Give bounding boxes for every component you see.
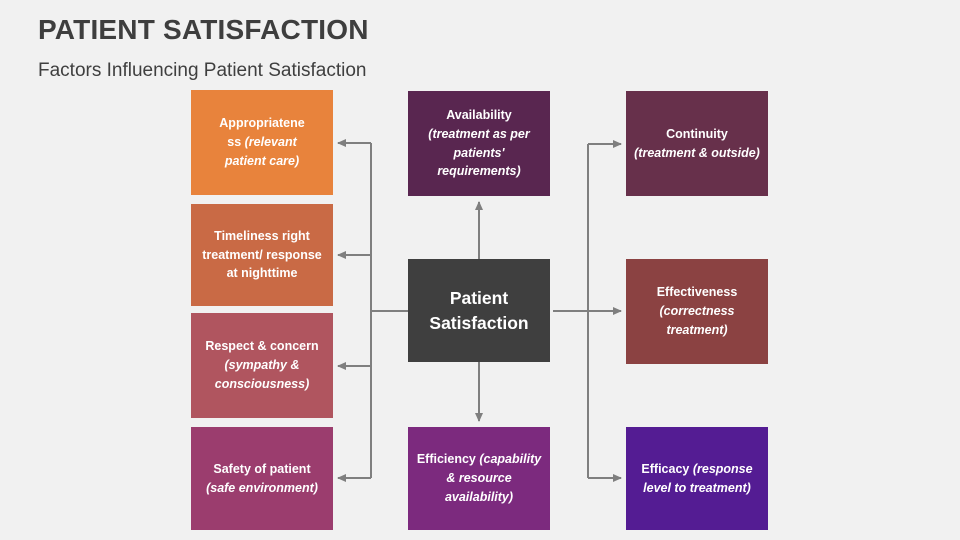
node-appropriateness: Appropriatene ss (relevant patient care) <box>191 90 333 195</box>
node-continuity-text: Continuity (treatment & outside) <box>634 125 760 163</box>
node-safety-of-patient: Safety of patient (safe environment) <box>191 427 333 530</box>
node-subtitle: (capability & resource availability) <box>444 452 542 504</box>
node-subtitle: (sympathy & consciousness) <box>214 358 310 391</box>
node-subtitle: (relevant patient care) <box>224 135 300 168</box>
node-efficacy-text: Efficacy (response level to treatment) <box>634 460 760 498</box>
connector-left-trunk <box>370 143 408 478</box>
node-title: Patient Satisfaction <box>429 288 529 333</box>
node-timeliness: Timeliness right treatment/ response at … <box>191 204 333 306</box>
node-patient-satisfaction-text: Patient Satisfaction <box>413 286 545 335</box>
node-availability: Availability (treatment as per patients'… <box>408 91 550 196</box>
node-respect-concern-text: Respect & concern (sympathy & consciousn… <box>199 337 325 393</box>
node-title: Efficacy <box>641 461 690 476</box>
node-title: Effectiveness <box>656 285 738 300</box>
node-safety-of-patient-text: Safety of patient (safe environment) <box>199 460 325 498</box>
node-title: Continuity <box>666 126 728 141</box>
node-title: Respect & concern <box>205 339 319 354</box>
node-effectiveness-text: Effectiveness (correctness treatment) <box>634 283 760 339</box>
node-title: Timeliness right treatment/ response at … <box>202 228 322 281</box>
node-title: Safety of patient <box>213 461 311 476</box>
node-subtitle: (treatment as per patients' requirements… <box>428 126 530 179</box>
node-title: Availability <box>446 108 512 122</box>
page-title: PATIENT SATISFACTION <box>38 14 369 45</box>
node-timeliness-text: Timeliness right treatment/ response at … <box>199 227 325 283</box>
node-subtitle: (response level to treatment) <box>643 461 753 495</box>
node-subtitle: (correctness treatment) <box>659 304 735 337</box>
node-subtitle: (treatment & outside) <box>634 145 760 160</box>
node-appropriateness-text: Appropriatene ss (relevant patient care) <box>211 114 313 170</box>
node-title: Appropriatene ss <box>219 116 305 150</box>
node-efficiency: Efficiency (capability & resource availa… <box>408 427 550 530</box>
node-patient-satisfaction-center: Patient Satisfaction <box>408 259 550 362</box>
node-availability-text: Availability (treatment as per patients'… <box>416 106 542 181</box>
node-efficacy: Efficacy (response level to treatment) <box>626 427 768 530</box>
node-effectiveness: Effectiveness (correctness treatment) <box>626 259 768 364</box>
node-subtitle: (safe environment) <box>206 480 318 495</box>
node-respect-concern: Respect & concern (sympathy & consciousn… <box>191 313 333 418</box>
node-efficiency-text: Efficiency (capability & resource availa… <box>416 450 542 506</box>
page-subtitle: Factors Influencing Patient Satisfaction <box>38 60 367 81</box>
node-continuity: Continuity (treatment & outside) <box>626 91 768 196</box>
node-title: Efficiency <box>416 452 476 467</box>
